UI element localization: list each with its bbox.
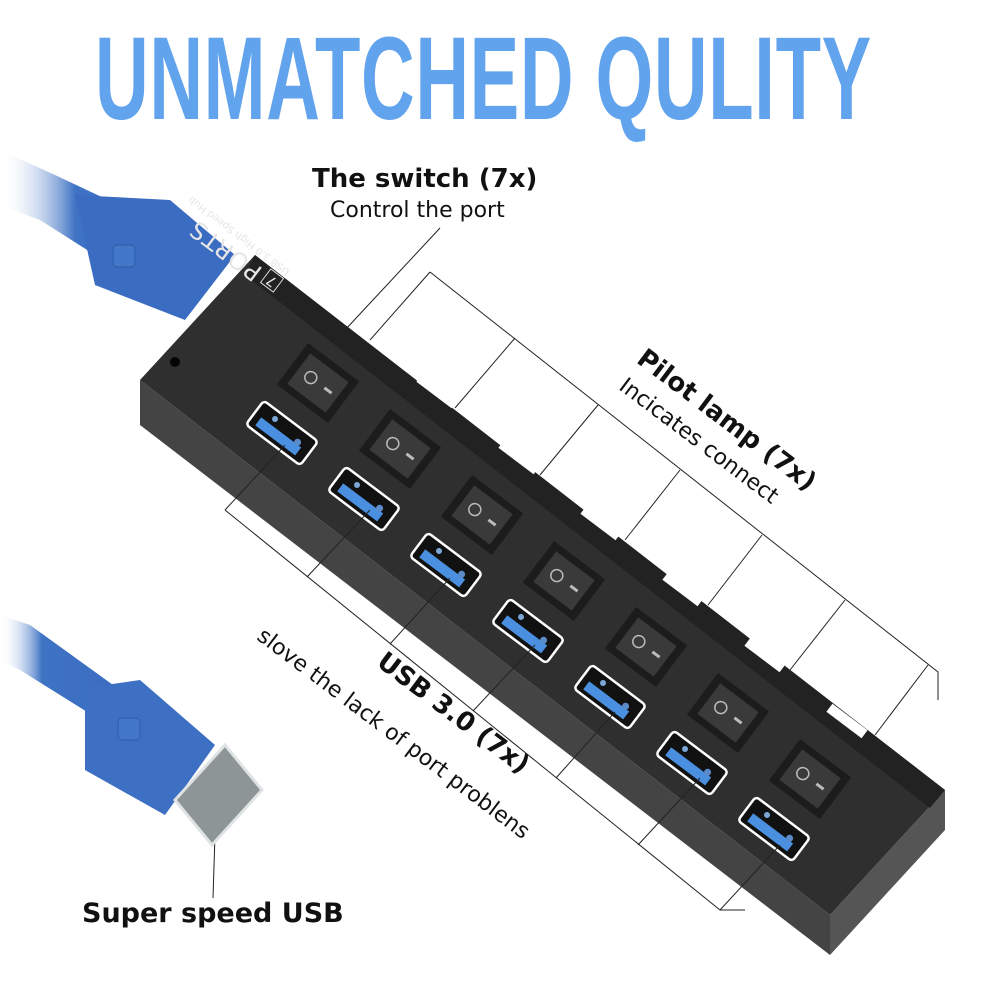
power-led [170, 357, 180, 367]
plug-callout-title: Super speed USB [82, 898, 344, 929]
usb-port[interactable] [246, 400, 318, 466]
plug-logo-plate [112, 244, 136, 268]
off-symbol-icon [468, 502, 482, 517]
callout-lines [212, 227, 939, 911]
top-cable [0, 150, 235, 320]
on-symbol-icon [815, 782, 825, 791]
on-symbol-icon [323, 386, 333, 395]
plug-leader [212, 834, 216, 899]
on-symbol-icon [487, 518, 497, 527]
bottom-plug-housing [85, 680, 215, 815]
port-switch[interactable] [604, 606, 688, 688]
usb-port[interactable] [328, 466, 400, 532]
switches [276, 342, 852, 820]
switch-leader [344, 227, 441, 331]
port-switch[interactable] [522, 540, 606, 622]
port-switch[interactable] [358, 408, 442, 490]
pilot-lamp [498, 439, 540, 475]
on-symbol-icon [651, 650, 661, 659]
usb-port[interactable] [574, 664, 646, 730]
port-switch[interactable] [276, 342, 360, 424]
pilot-lamp [416, 373, 458, 409]
pilot-lamp [662, 571, 704, 607]
port-switch[interactable] [768, 738, 852, 820]
lamp-guide-top [429, 271, 939, 700]
off-symbol-icon [714, 700, 728, 715]
pilot-lamp [744, 637, 786, 673]
switch-callout-subtitle: Control the port [330, 198, 505, 223]
switch-callout-title: The switch (7x) [312, 164, 538, 194]
port-switch[interactable] [686, 672, 770, 754]
usb-port[interactable] [410, 532, 482, 598]
pilot-lamp [580, 505, 622, 541]
usb-port[interactable] [492, 598, 564, 664]
port-switch[interactable] [440, 474, 524, 556]
usb-port[interactable] [738, 796, 810, 862]
off-symbol-icon [386, 436, 400, 451]
bottom-cable [0, 615, 264, 848]
pilot-lamps [334, 307, 868, 739]
on-symbol-icon [405, 452, 415, 461]
usb-ports [246, 400, 810, 862]
off-symbol-icon [304, 370, 318, 385]
off-symbol-icon [796, 766, 810, 781]
off-symbol-icon [632, 634, 646, 649]
usb-hub [140, 255, 945, 955]
hub-front-face [140, 380, 830, 955]
pilot-lamp [826, 703, 868, 739]
on-symbol-icon [733, 716, 743, 725]
usb-metal-connector [173, 742, 264, 848]
on-symbol-icon [569, 584, 579, 593]
top-plug-housing [75, 195, 235, 320]
off-symbol-icon [550, 568, 564, 583]
hub-side-face [830, 790, 945, 955]
pilot-lamp [334, 307, 376, 343]
usb-port[interactable] [656, 730, 728, 796]
